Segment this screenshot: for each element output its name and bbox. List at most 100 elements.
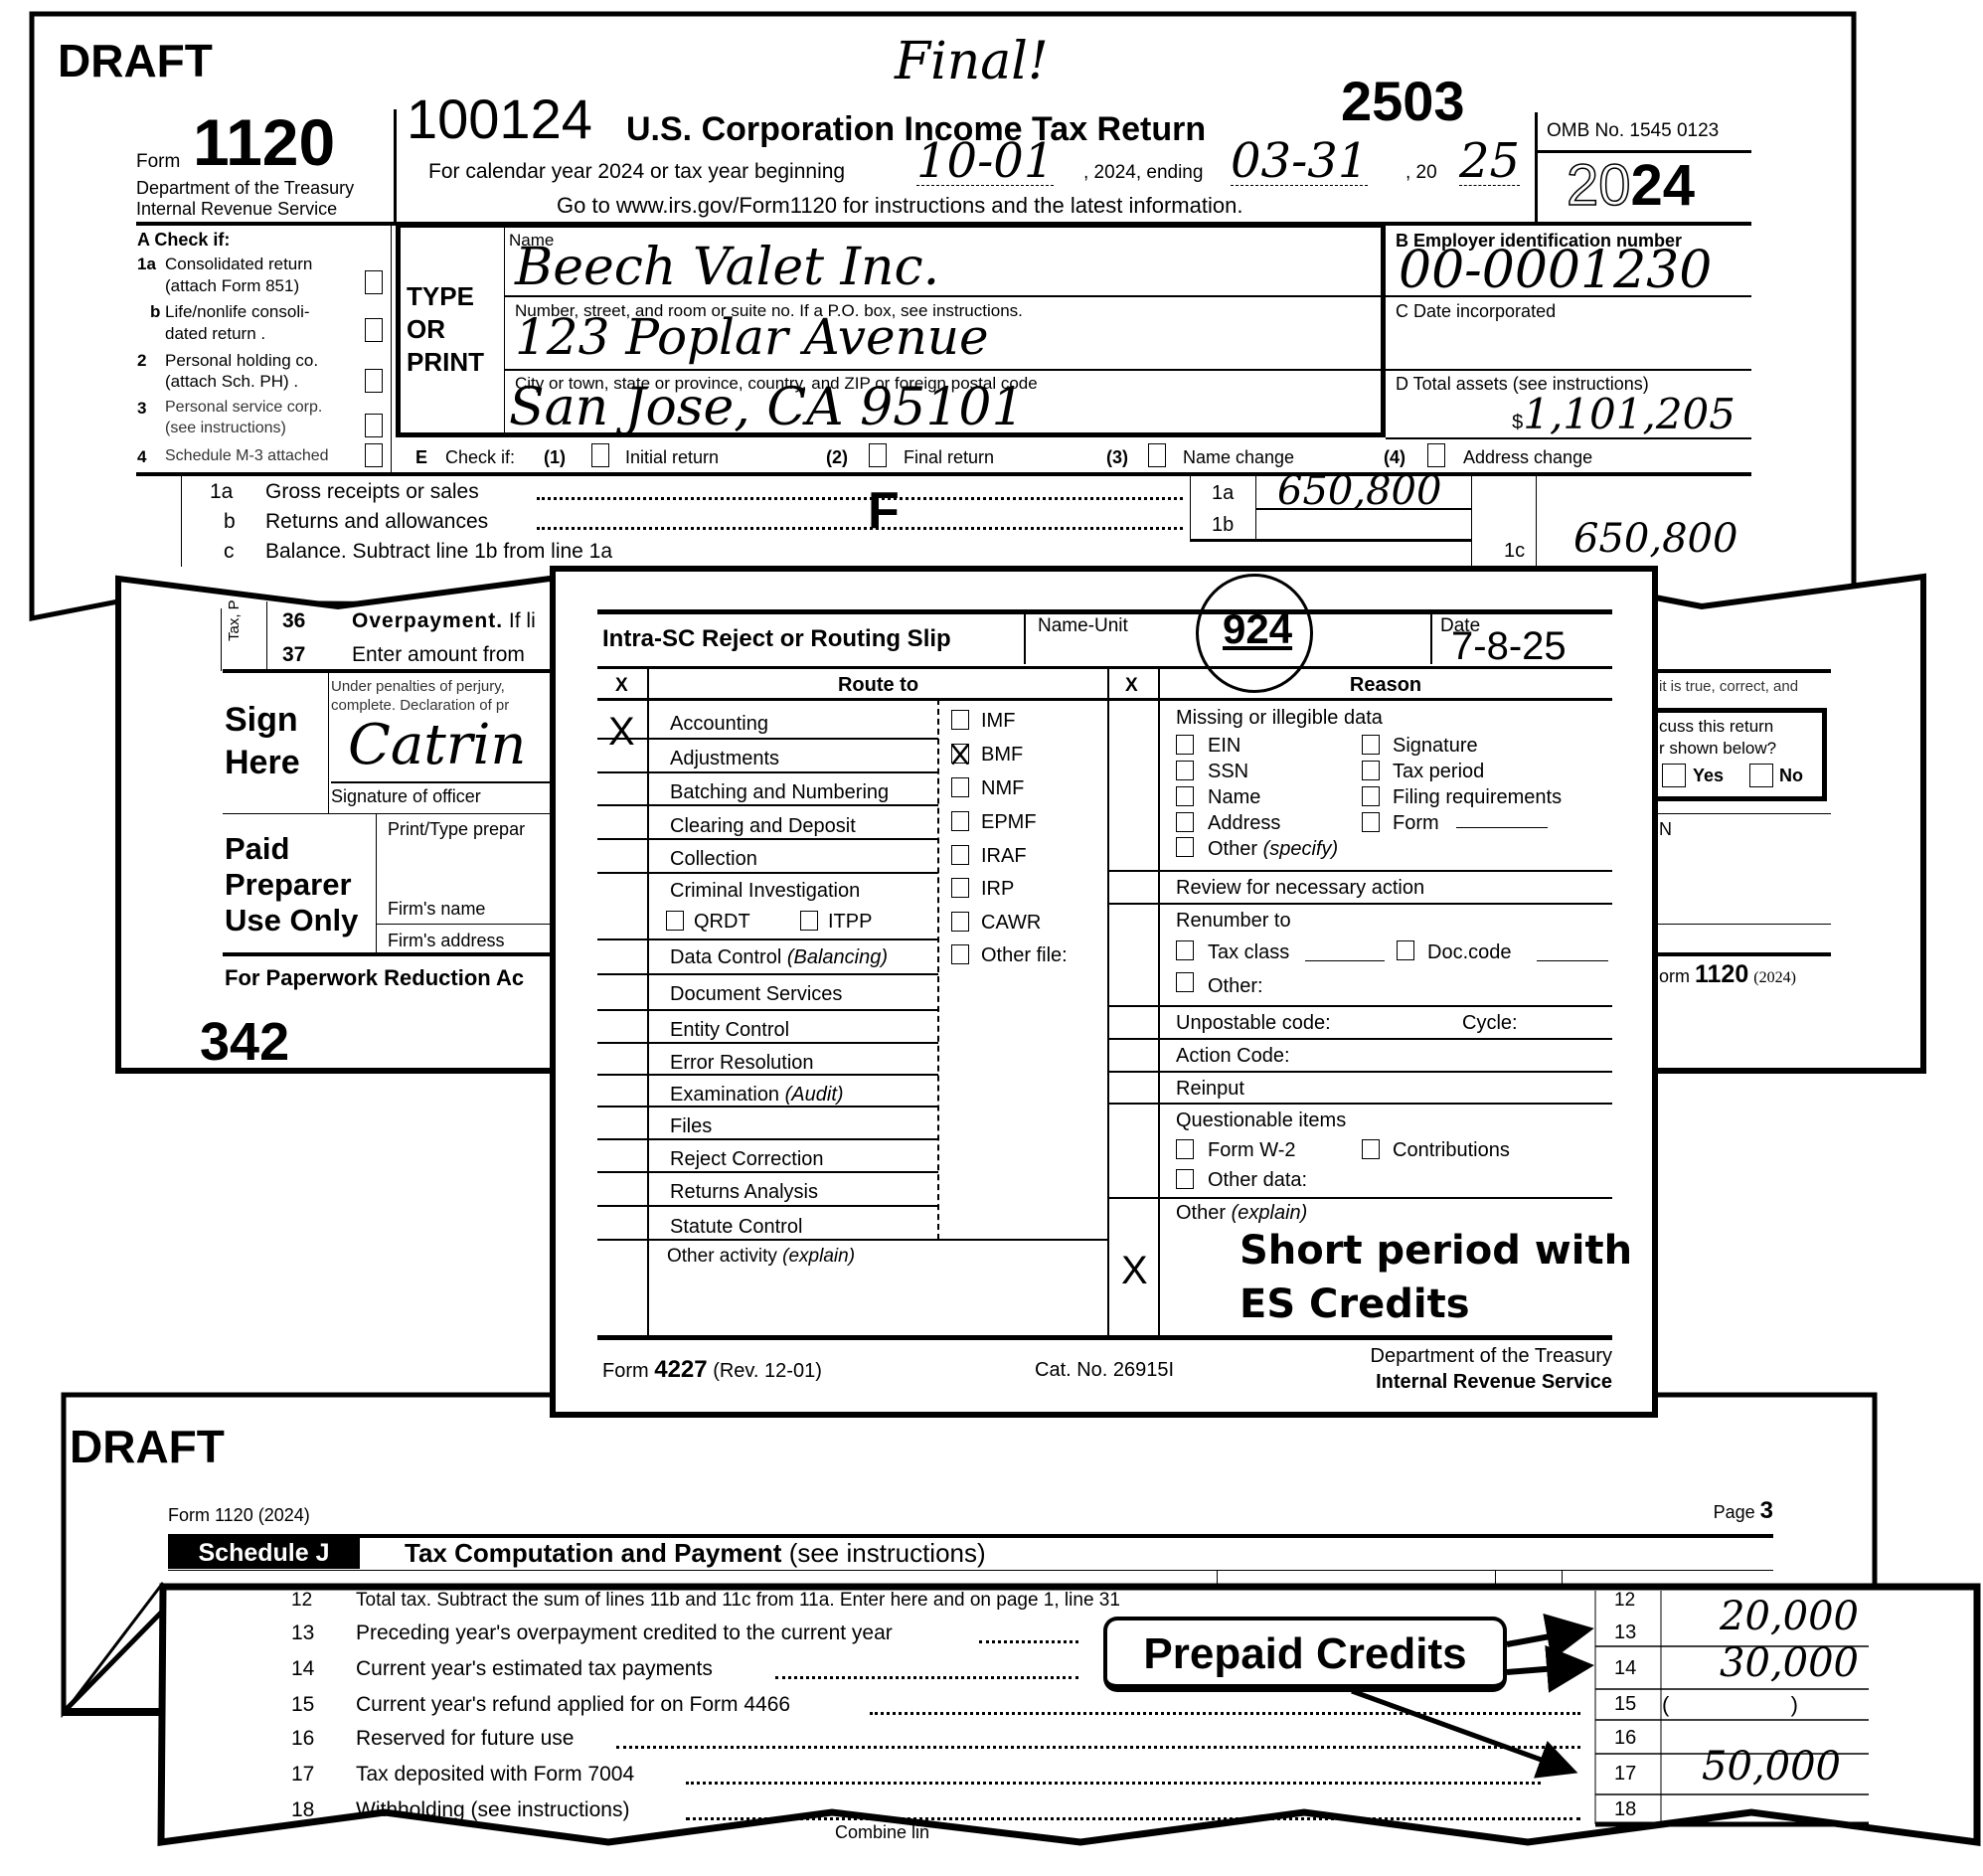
route-item-label: Statute Control: [670, 1217, 802, 1237]
missing-name-checkbox[interactable]: [1176, 786, 1194, 806]
officer-signature[interactable]: Catrin: [348, 713, 527, 777]
file-iraf-checkbox[interactable]: [951, 845, 969, 865]
line-37-text: Enter amount from: [352, 643, 525, 666]
line-13-field[interactable]: 20,000: [1720, 1594, 1859, 1639]
dot-leader: [979, 1640, 1078, 1643]
route-item-label: Reject Correction: [670, 1149, 824, 1169]
initial-return-checkbox[interactable]: [591, 443, 609, 467]
divider: [1108, 1071, 1612, 1073]
ein-field[interactable]: 00-0001230: [1399, 241, 1713, 300]
missing-signature-checkbox[interactable]: [1362, 735, 1380, 755]
line-label: Current year's refund applied for on For…: [356, 1693, 791, 1716]
missing-tax-period-checkbox[interactable]: [1362, 761, 1380, 780]
option-num: (3): [1106, 447, 1128, 467]
contributions-checkbox[interactable]: [1362, 1139, 1380, 1159]
no-label: No: [1779, 766, 1803, 785]
name-change-checkbox[interactable]: [1148, 443, 1166, 467]
street-field[interactable]: 123 Poplar Avenue: [515, 308, 989, 366]
dot-leader: [686, 1817, 1580, 1820]
balance-field[interactable]: 650,800: [1573, 516, 1738, 562]
total-assets-field[interactable]: $1,101,205: [1491, 394, 1735, 435]
form-footer-prefix: orm: [1659, 966, 1695, 986]
divider: [597, 1171, 938, 1173]
route-item-label: Criminal Investigation: [670, 881, 860, 901]
line-19-fragment: Combine lin: [835, 1822, 930, 1842]
cycle-label: Cycle:: [1462, 1012, 1518, 1034]
page-number-mark: 342: [200, 1012, 290, 1072]
begin-date[interactable]: 10-01: [916, 133, 1055, 189]
qrdt-checkbox[interactable]: [666, 911, 684, 931]
personal-holding-checkbox[interactable]: [365, 369, 383, 393]
divider: [597, 1009, 938, 1011]
itpp-checkbox[interactable]: [800, 911, 818, 931]
renumber-other-checkbox[interactable]: [1176, 972, 1194, 992]
line-36-rest: If li: [503, 609, 536, 632]
divider: [1024, 613, 1026, 664]
tax-class-checkbox[interactable]: [1176, 940, 1194, 960]
street-label: Number, street, and room or suite no. If…: [515, 301, 1023, 320]
form-w2-checkbox[interactable]: [1176, 1139, 1194, 1159]
line-14-field[interactable]: 30,000: [1720, 1640, 1859, 1686]
gross-receipts-field[interactable]: 650,800: [1277, 468, 1442, 514]
unpostable-label: Unpostable code:: [1176, 1012, 1331, 1034]
file-epmf-checkbox[interactable]: [951, 811, 969, 831]
x-header-reason: X: [1125, 675, 1138, 696]
divider: [505, 369, 1386, 371]
divider: [1430, 613, 1432, 664]
arrow-to-line-17: [1351, 1688, 1578, 1779]
missing-filing-requirements-checkbox[interactable]: [1362, 786, 1380, 806]
end-year[interactable]: 25: [1459, 133, 1521, 189]
total-assets-value: 1,101,205: [1523, 390, 1735, 438]
personal-service-checkbox[interactable]: [365, 414, 383, 437]
line-label: Current year's estimated tax payments: [356, 1657, 713, 1680]
missing-ein-checkbox[interactable]: [1176, 735, 1194, 755]
final-return-checkbox[interactable]: [869, 443, 887, 467]
doc-code-checkbox[interactable]: [1397, 940, 1414, 960]
divider: [1256, 508, 1471, 510]
line-15-field[interactable]: ( ): [1662, 1692, 1798, 1717]
file-nmf-checkbox[interactable]: [951, 777, 969, 797]
file-cawr-checkbox[interactable]: [951, 912, 969, 932]
slip-bottom-rule: [597, 1335, 1612, 1340]
discuss-yes-checkbox[interactable]: [1662, 764, 1686, 787]
other-data-checkbox[interactable]: [1176, 1169, 1194, 1189]
type-label: TYPE: [407, 281, 474, 311]
file-label: BMF: [981, 744, 1024, 766]
route-item-label: Returns Analysis: [670, 1182, 818, 1202]
route-label-note: (Audit): [784, 1084, 844, 1106]
route-label-text: Statute Control: [670, 1216, 803, 1238]
address-change-checkbox[interactable]: [1427, 443, 1445, 467]
other-explain-line-1[interactable]: Short period with: [1239, 1228, 1633, 1274]
other-explain-line-2[interactable]: ES Credits: [1239, 1281, 1470, 1327]
missing-form-checkbox[interactable]: [1362, 812, 1380, 832]
overpayment-label: Overpayment.: [352, 609, 504, 632]
slip-title: Intra-SC Reject or Routing Slip: [602, 625, 951, 652]
twenty-text: , 20: [1405, 162, 1437, 183]
file-bmf-checkbox[interactable]: [951, 744, 969, 766]
life-nonlife-checkbox[interactable]: [365, 318, 383, 342]
file-otherfile-checkbox[interactable]: [951, 944, 969, 964]
discuss-no-checkbox[interactable]: [1749, 764, 1773, 787]
city-label: City or town, state or province, country…: [515, 374, 1038, 393]
date-value[interactable]: 7-8-25: [1451, 624, 1567, 668]
missing-address-checkbox[interactable]: [1176, 812, 1194, 832]
review-label[interactable]: Review for necessary action: [1176, 877, 1425, 899]
arrow-to-line-14: [1506, 1644, 1594, 1693]
divider: [1108, 1038, 1612, 1040]
item-label-2: (attach Form 851): [165, 276, 300, 295]
name-unit-value[interactable]: 924: [1223, 605, 1293, 652]
paid-preparer: Paid Preparer Use Only: [225, 831, 358, 938]
missing-other-checkbox[interactable]: [1176, 837, 1194, 857]
name-field[interactable]: Beech Valet Inc.: [515, 238, 940, 297]
divider: [504, 225, 505, 435]
city-field[interactable]: San Jose, CA 95101: [509, 378, 1025, 437]
consolidated-return-checkbox[interactable]: [365, 270, 383, 294]
line-17-field[interactable]: 50,000: [1702, 1744, 1841, 1790]
divider: [597, 1138, 938, 1140]
file-imf-checkbox[interactable]: [951, 710, 969, 730]
missing-ssn-checkbox[interactable]: [1176, 761, 1194, 780]
end-date[interactable]: 03-31: [1231, 133, 1369, 189]
schedule-m3-checkbox[interactable]: [365, 443, 383, 467]
divider: [1108, 870, 1612, 872]
file-irp-checkbox[interactable]: [951, 878, 969, 898]
